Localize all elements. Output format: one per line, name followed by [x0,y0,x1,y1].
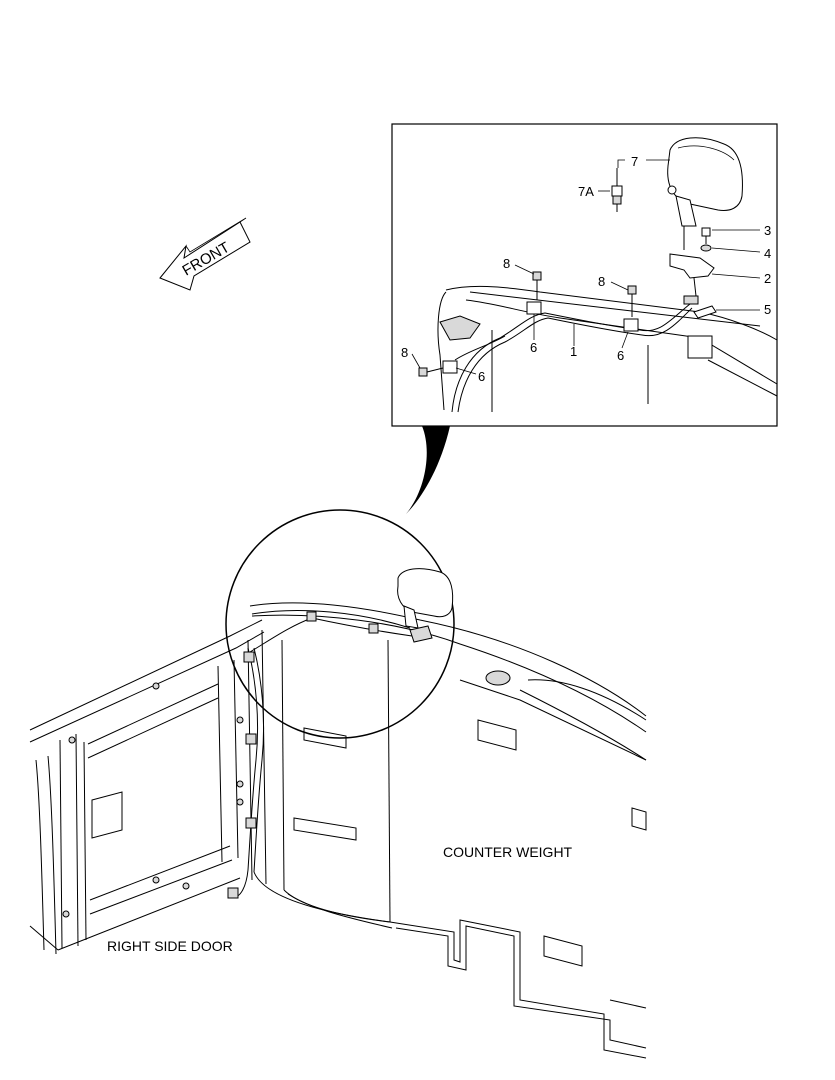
machine-overview [29,602,647,1059]
bulb-7a [611,168,623,212]
bolt-8-upper-left [532,271,542,300]
callout-6-left-clip: 6 [530,340,537,355]
leader-lines [411,159,761,375]
detail-pointer-wedge [406,426,450,514]
callout-3: 3 [764,223,771,238]
callout-4: 4 [764,246,771,261]
callout-6-right-clip: 6 [617,348,624,363]
counter-weight-label: COUNTER WEIGHT [443,844,573,860]
callout-8-left: 8 [401,345,408,360]
detail-view-box: 7 7A 3 4 2 5 8 8 8 6 6 6 1 [391,123,778,427]
callout-1: 1 [570,344,577,359]
callout-7a: 7A [578,184,594,199]
magnified-lamp-area [225,509,455,739]
bolt-8-left [418,367,444,377]
callout-6-lower-clip: 6 [478,369,485,384]
callout-8-upper-left: 8 [503,256,510,271]
callout-5: 5 [764,302,771,317]
right-side-door-label: RIGHT SIDE DOOR [107,938,233,954]
work-lamp-detail [667,137,743,250]
front-direction-arrow: FRONT [159,217,251,291]
callout-8-upper-right: 8 [598,274,605,289]
callout-2: 2 [764,271,771,286]
callout-7: 7 [631,154,638,169]
